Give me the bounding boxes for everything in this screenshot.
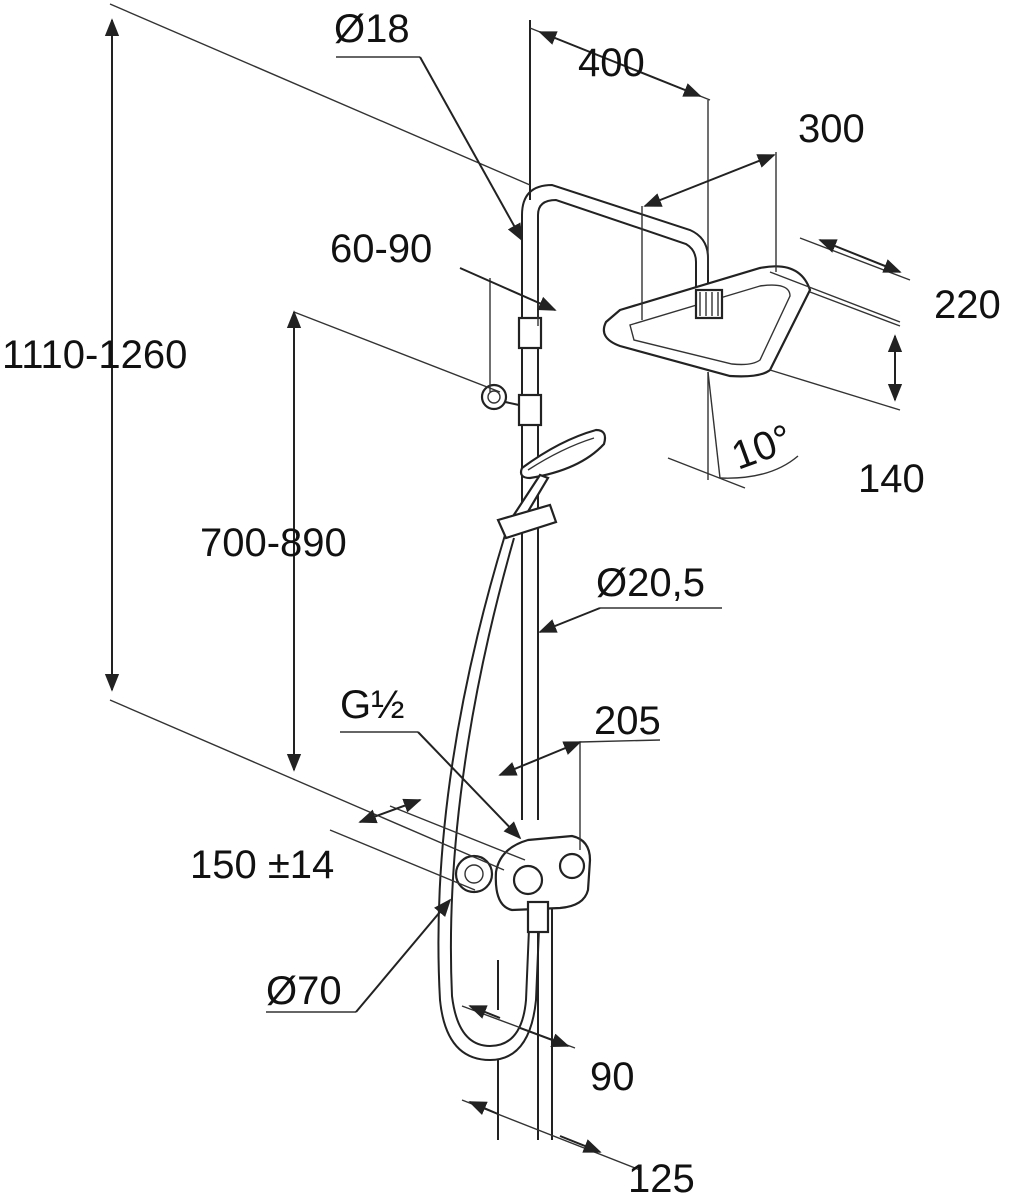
label-centers: 150 ±14 bbox=[190, 843, 334, 887]
thermostatic-valve bbox=[454, 834, 592, 934]
label-rosette-diameter: Ø70 bbox=[266, 969, 342, 1013]
hand-shower bbox=[496, 428, 607, 540]
label-head-depth: 220 bbox=[934, 283, 1001, 327]
shower-hose bbox=[437, 534, 541, 1062]
label-pipe-diameter-top: Ø18 bbox=[334, 7, 410, 51]
label-slide-range: 60-90 bbox=[330, 227, 432, 271]
label-head-height: 140 bbox=[858, 457, 925, 501]
label-wall-offset-2: 125 bbox=[628, 1157, 695, 1200]
arm-clamp bbox=[517, 316, 543, 350]
dimension-lines bbox=[104, 3, 911, 1171]
label-total-height: 1110-1260 bbox=[2, 333, 187, 377]
label-wall-offset-1: 90 bbox=[590, 1055, 635, 1099]
label-arm-reach: 400 bbox=[578, 41, 645, 85]
label-head-tilt: 10° bbox=[726, 416, 798, 478]
label-handshower-height: 700-890 bbox=[200, 521, 347, 565]
label-thread: G½ bbox=[340, 683, 404, 727]
label-pipe-diameter-main: Ø20,5 bbox=[596, 561, 705, 605]
wall-bracket bbox=[480, 383, 543, 427]
overhead-shower-head bbox=[602, 265, 812, 378]
label-valve-projection: 205 bbox=[594, 699, 661, 743]
label-head-width: 300 bbox=[798, 107, 865, 151]
shower-arm bbox=[521, 183, 709, 290]
